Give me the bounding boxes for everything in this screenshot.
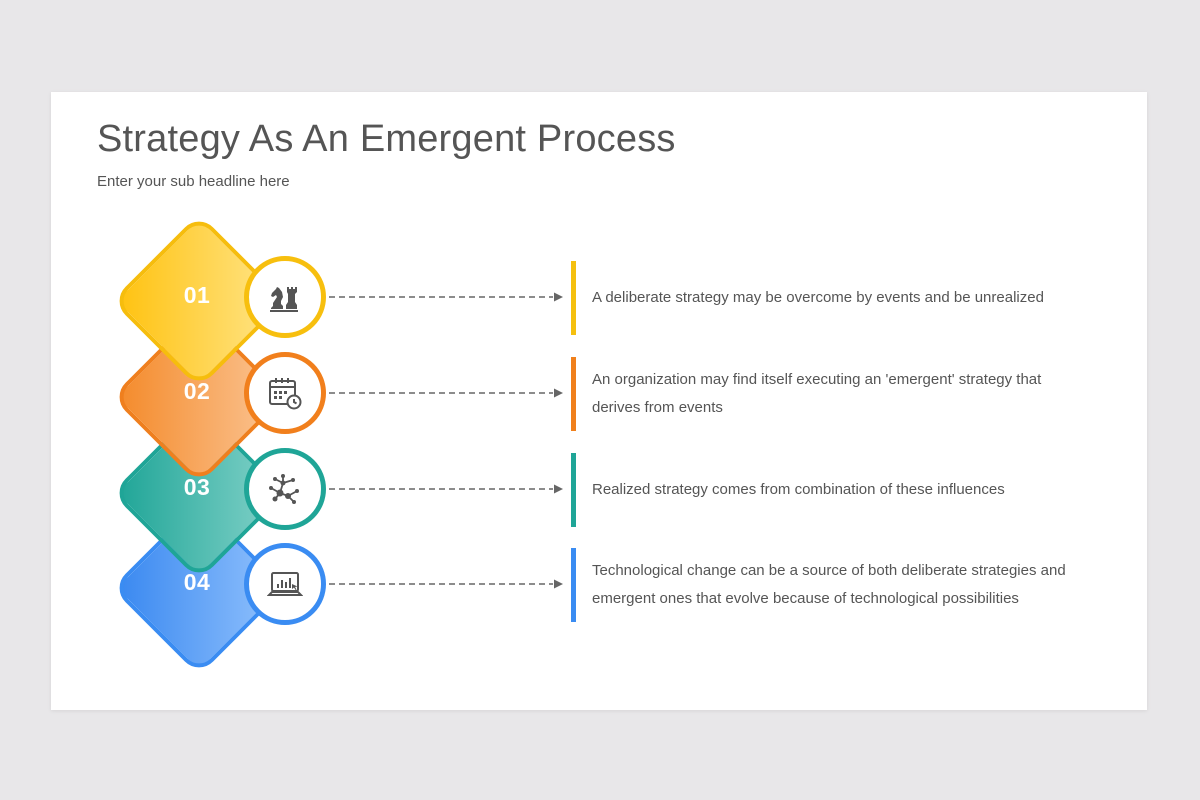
process-step-03: 03 [51,405,1147,581]
page-title: Strategy As An Emergent Process [97,118,676,160]
accent-bar [571,357,576,431]
step-number: 03 [183,474,211,500]
dashed-arrow-connector [329,388,563,398]
process-step-04: 04 Technological change can be [51,500,1147,676]
step-description: Realized strategy comes from combination… [592,481,1005,498]
step-icon-circle [244,448,326,530]
process-step-02: 02 [51,309,1147,485]
dashed-arrow-connector [329,292,563,302]
step-description: A deliberate strategy may be overcome by… [592,289,1044,306]
calendar-clock-icon [269,378,302,410]
network-nodes-icon [269,474,299,504]
process-step-01: 01 A deliberate strategy may be overcome… [51,213,1147,389]
step-number: 04 [183,569,211,595]
page-subtitle: Enter your sub headline here [97,173,290,190]
dashed-arrow-connector [329,579,563,589]
laptop-chart-icon [267,572,303,596]
step-number: 01 [183,282,211,308]
accent-bar [571,548,576,622]
slide: Strategy As An Emergent Process Enter yo… [51,92,1147,710]
step-number: 02 [183,378,211,404]
step-description: Technological change can be a source of … [592,562,1066,607]
accent-bar [571,261,576,335]
dashed-arrow-connector [329,484,563,494]
accent-bar [571,453,576,527]
step-description: An organization may find itself executin… [592,371,1042,416]
step-icon-circle [244,256,326,338]
chess-pieces-icon [270,287,298,312]
step-icon-circle [244,352,326,434]
step-icon-circle [244,543,326,625]
